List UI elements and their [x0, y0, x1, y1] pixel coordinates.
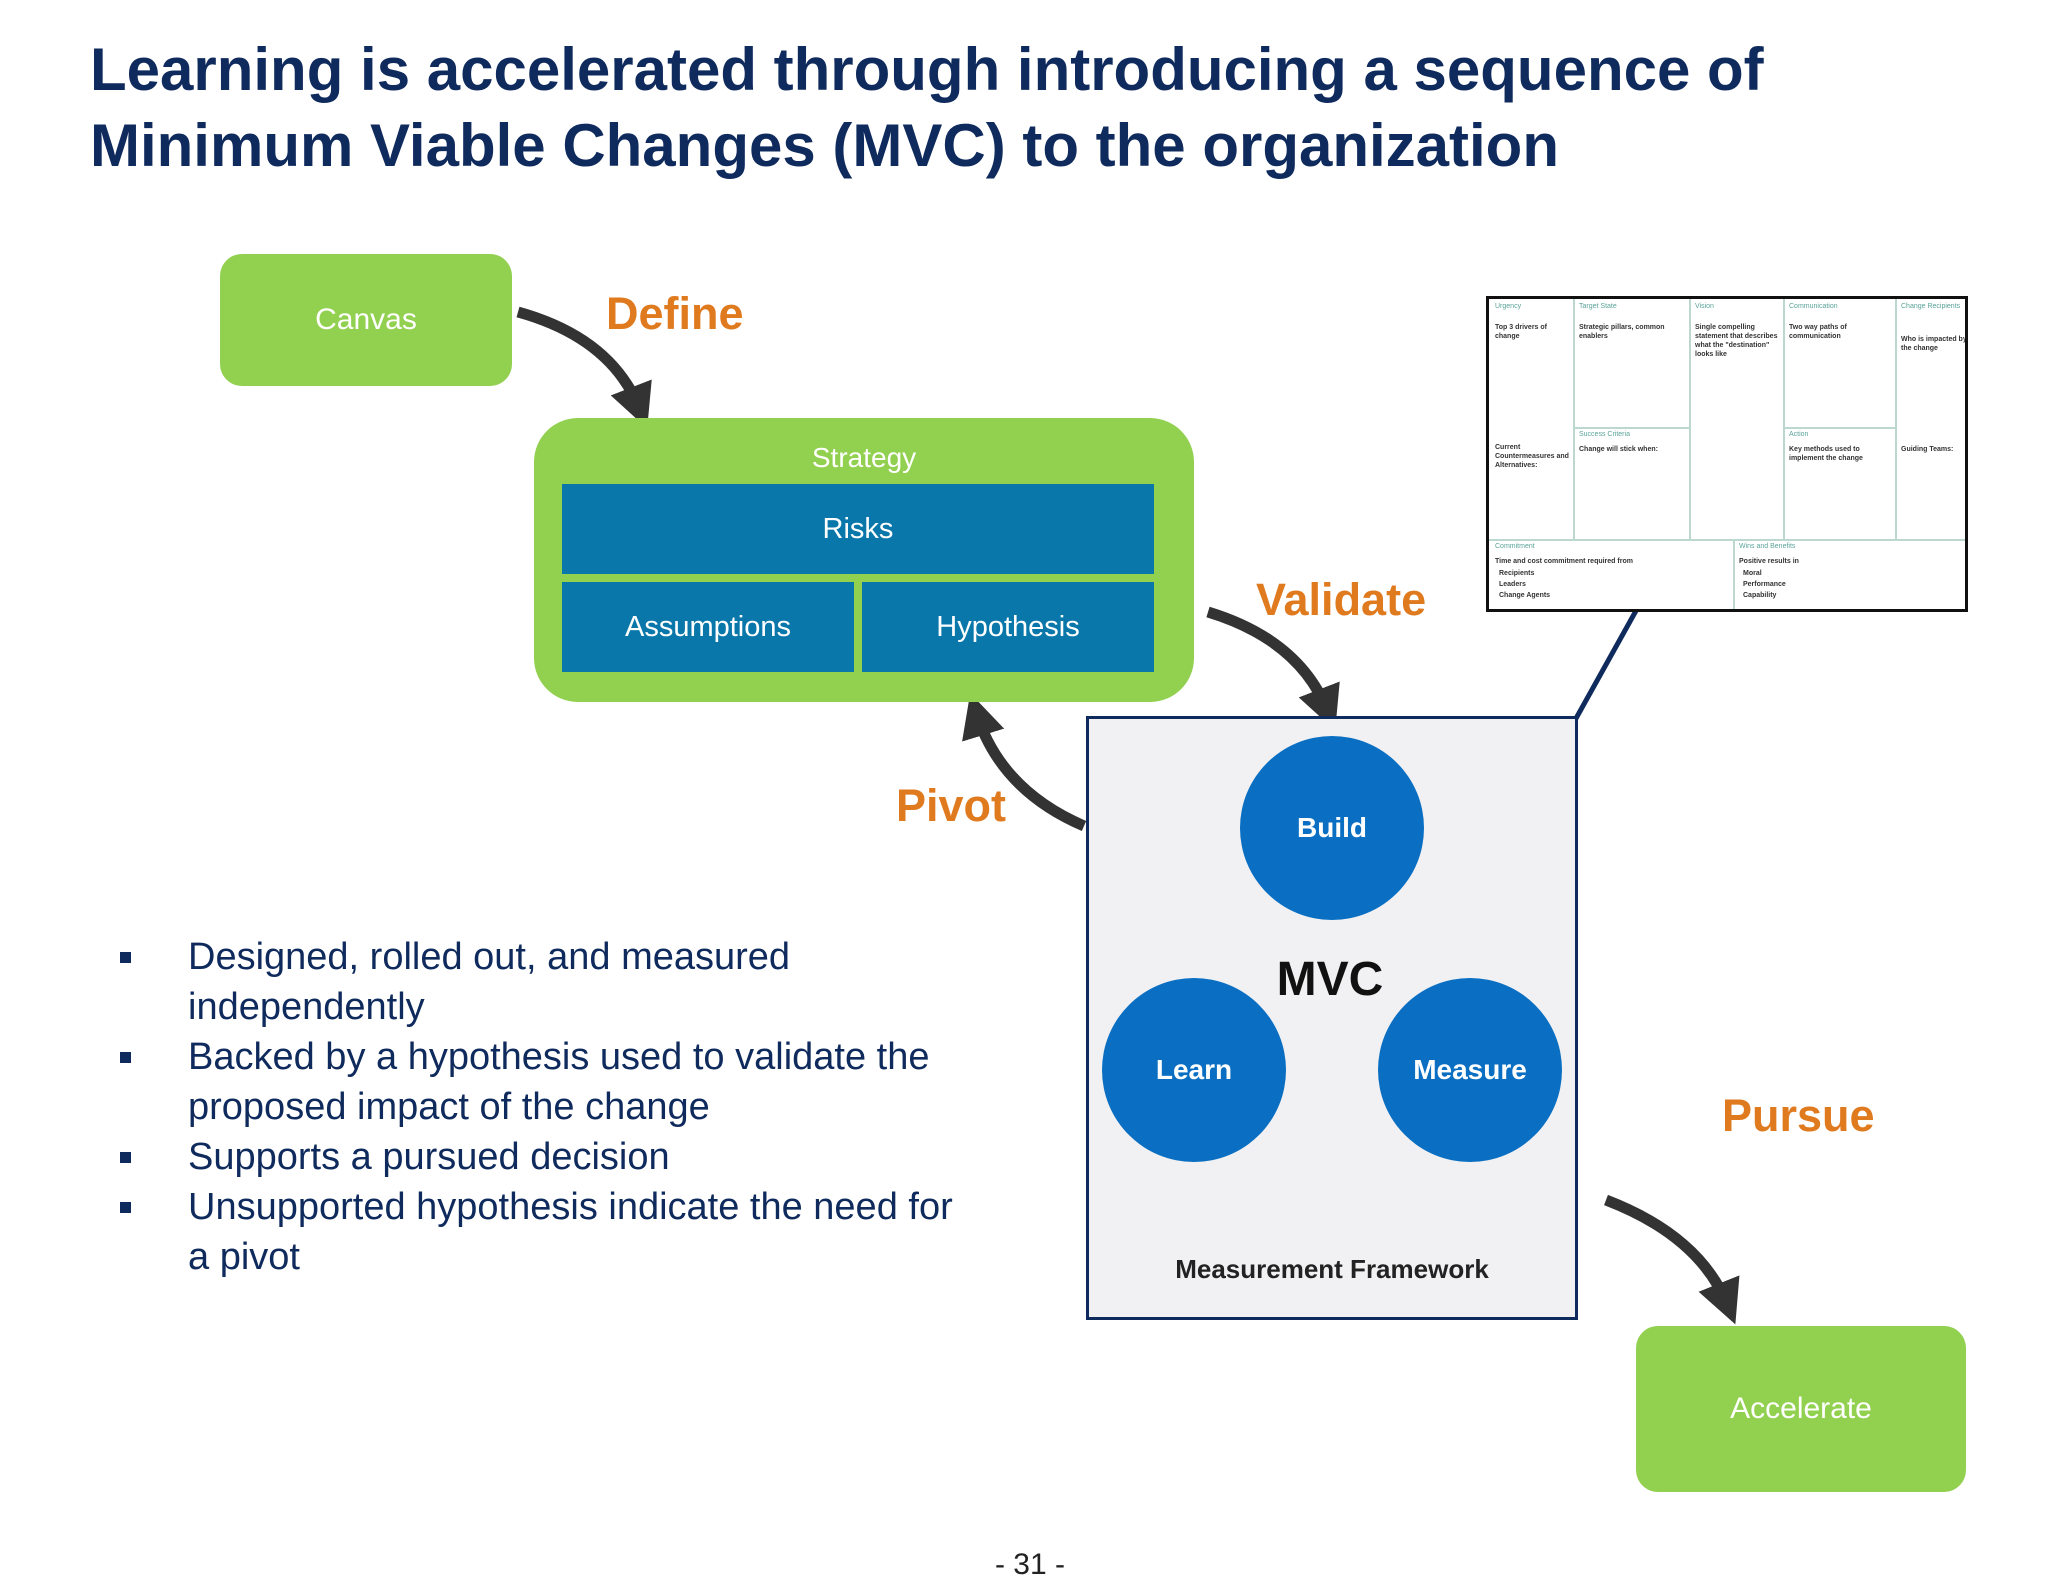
thumb-text: Current Countermeasures and Alternatives…: [1495, 444, 1569, 469]
thumb-text: Strategic pillars, common enablers: [1579, 324, 1665, 340]
thumb-text: Capability: [1743, 592, 1777, 599]
canvas-box: Canvas: [220, 254, 512, 386]
pursue-label: Pursue: [1722, 1090, 1875, 1141]
thumb-text: Time and cost commitment required from: [1495, 558, 1633, 565]
thumb-text: Key methods used to implement the change: [1789, 446, 1863, 462]
thumb-text: Performance: [1743, 581, 1786, 588]
learn-circle: Learn: [1102, 978, 1286, 1162]
thumb-header: Commitment: [1495, 543, 1535, 550]
risks-label: Risks: [822, 512, 894, 545]
accelerate-label: Accelerate: [1730, 1392, 1872, 1425]
risks-cell: Risks: [562, 484, 1154, 574]
thumb-text: Recipients: [1499, 570, 1535, 577]
pursue-arrow: [1604, 1194, 1740, 1325]
thumb-text: Who is impacted by the change: [1901, 336, 1967, 352]
thumb-text: Leaders: [1499, 581, 1526, 588]
thumb-header: Wins and Benefits: [1739, 543, 1796, 550]
pivot-label: Pivot: [896, 780, 1007, 831]
bullet-item: Backed by a hypothesis used to validate …: [120, 1032, 980, 1132]
mvc-label: MVC: [1276, 953, 1384, 1006]
title-line-1: Learning is accelerated through introduc…: [90, 36, 1764, 103]
strategy-box: Strategy Risks Assumptions Hypothesis: [534, 418, 1194, 702]
thumb-text: Top 3 drivers of change: [1495, 324, 1547, 340]
thumb-text: Positive results in: [1739, 558, 1799, 565]
define-arrow: [516, 306, 652, 429]
thumb-header: Communication: [1789, 303, 1838, 310]
accelerate-box: Accelerate: [1636, 1326, 1966, 1492]
canvas-label: Canvas: [315, 303, 417, 336]
assumptions-label: Assumptions: [624, 610, 791, 643]
thumb-text: Change Agents: [1499, 592, 1551, 599]
define-label: Define: [606, 288, 744, 339]
page-number: - 31 -: [994, 1548, 1066, 1581]
thumb-text: Two way paths of communication: [1789, 324, 1847, 340]
thumb-text: Guiding Teams:: [1901, 446, 1954, 453]
build-label: Build: [1297, 812, 1367, 843]
bullet-item: Supports a pursued decision: [120, 1132, 980, 1182]
page-title: Learning is accelerated through introduc…: [90, 32, 1970, 184]
thumb-header: Vision: [1695, 303, 1714, 310]
thumb-header: Success Criteria: [1579, 431, 1630, 438]
bullet-item: Unsupported hypothesis indicate the need…: [120, 1182, 980, 1282]
change-canvas-thumbnail: Urgency Target State Vision Communicatio…: [1486, 296, 1968, 612]
learn-label: Learn: [1155, 1054, 1233, 1085]
measure-label: Measure: [1413, 1054, 1527, 1085]
bullet-item: Designed, rolled out, and measured indep…: [120, 932, 980, 1032]
validate-arrow: [1206, 606, 1340, 731]
measure-circle: Measure: [1378, 978, 1562, 1162]
measurement-framework-label: Measurement Framework: [1175, 1254, 1489, 1284]
assumptions-cell: Assumptions: [562, 582, 854, 672]
validate-label: Validate: [1256, 574, 1427, 625]
thumb-text: Moral: [1743, 570, 1762, 577]
strategy-label: Strategy: [811, 442, 917, 473]
thumb-text: Change will stick when:: [1579, 446, 1658, 453]
thumb-header: Action: [1789, 431, 1809, 438]
build-circle: Build: [1240, 736, 1424, 920]
thumb-text: Single compelling statement that describ…: [1695, 324, 1778, 358]
title-line-2: Minimum Viable Changes (MVC) to the orga…: [90, 112, 1559, 179]
thumb-header: Target State: [1579, 303, 1617, 310]
pivot-arrow: [962, 693, 1087, 832]
hypothesis-cell: Hypothesis: [862, 582, 1154, 672]
hypothesis-label: Hypothesis: [936, 610, 1080, 643]
thumb-header: Urgency: [1495, 303, 1522, 310]
bullet-list: Designed, rolled out, and measured indep…: [120, 932, 980, 1282]
thumb-header: Change Recipients: [1901, 303, 1961, 310]
